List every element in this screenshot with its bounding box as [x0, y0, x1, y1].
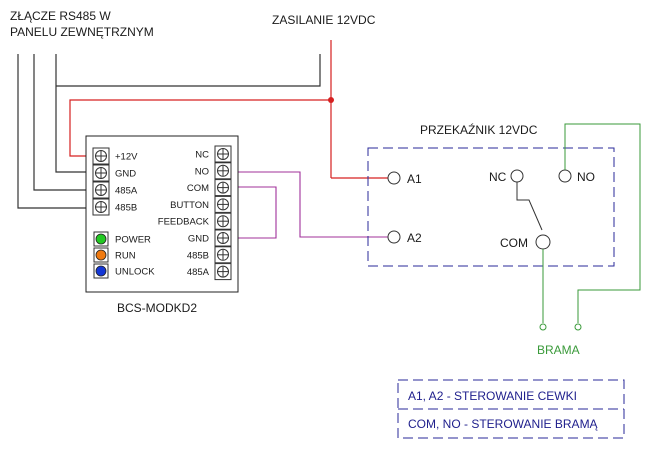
gate-terminal-1 [539, 323, 547, 331]
module-name: BCS-MODKD2 [117, 301, 197, 315]
relay-nc-label: NC [489, 170, 507, 184]
rs485-label-line2: PANELU ZEWNĘTRZNYM [10, 25, 154, 39]
led-run: RUN [93, 247, 136, 263]
right-terminal-label: NC [195, 150, 209, 161]
right-terminal-button [214, 195, 232, 213]
wire-gnd [55, 54, 92, 173]
power-wire [69, 40, 388, 179]
left-terminal-label: +12V [115, 152, 138, 163]
gate-label: BRAMA [537, 343, 580, 357]
right-terminal-label: BUTTON [170, 200, 209, 211]
relay-no-terminal [558, 169, 572, 183]
right-terminal-com [214, 179, 232, 197]
right-terminal-label: FEEDBACK [158, 217, 210, 228]
left-terminal-label: 485B [115, 203, 137, 214]
relay-a2-terminal [387, 230, 401, 244]
relay-a1-terminal [387, 171, 401, 185]
right-terminal-label: COM [187, 183, 209, 194]
relay-box [367, 147, 615, 267]
module-right-terminals: NC NO COM BUTTON FEEDBACK GND 485B 485A [158, 145, 232, 281]
wire-power-gnd [56, 54, 321, 87]
legend-line2: COM, NO - STEROWANIE BRAMĄ [408, 417, 599, 431]
module-left-terminals: +12V GND 485A 485B [92, 147, 138, 216]
gate-wires [542, 123, 641, 323]
gate-terminal-2 [574, 323, 582, 331]
right-terminal-label: NO [195, 166, 209, 177]
relay-switch-arm [516, 182, 543, 231]
wire-junction-dot [328, 97, 334, 103]
signal-wires [230, 171, 388, 239]
led-label: POWER [115, 235, 151, 246]
led-unlock: UNLOCK [93, 263, 155, 279]
left-terminal-485a [92, 181, 110, 199]
relay-com-label: COM [500, 236, 528, 250]
legend-line1: A1, A2 - STEROWANIE CEWKI [408, 389, 577, 403]
wire-com-to-gnd [230, 186, 277, 239]
right-terminal-feedback [214, 212, 232, 230]
led-power: POWER [93, 231, 151, 247]
right-terminal-485b [214, 246, 232, 264]
wire-485a [33, 54, 92, 191]
relay-title: PRZEKAŹNIK 12VDC [420, 122, 538, 137]
relay-a2-label: A2 [407, 231, 422, 245]
led-label: UNLOCK [115, 267, 155, 278]
wire-12v-module [69, 99, 331, 157]
right-terminal-label: GND [188, 234, 209, 245]
relay-no-label: NO [577, 170, 595, 184]
wire-no-to-gate [564, 123, 641, 323]
rs485-label-line1: ZŁĄCZE RS485 W [10, 9, 111, 23]
power-label: ZASILANIE 12VDC [272, 13, 376, 27]
left-terminal-485b [92, 198, 110, 216]
left-terminal-label: GND [115, 169, 136, 180]
module-box [85, 135, 239, 293]
led-label: RUN [115, 251, 136, 262]
left-terminal-label: 485A [115, 186, 138, 197]
relay-nc-terminal [510, 169, 524, 183]
right-terminal-nc [214, 145, 232, 163]
right-terminal-label: 485B [187, 250, 209, 261]
left-terminal-12v [92, 147, 110, 165]
relay-com-terminal [535, 234, 551, 250]
wire-no-to-a2 [230, 171, 388, 238]
right-terminal-485a [214, 263, 232, 281]
relay-terminals [387, 169, 572, 250]
right-terminal-no [214, 162, 232, 180]
right-terminal-gnd [214, 229, 232, 247]
right-terminal-label: 485A [187, 267, 210, 278]
module-leds: POWER RUN UNLOCK [93, 231, 155, 279]
left-terminal-gnd [92, 164, 110, 182]
wire-485b [17, 54, 92, 209]
relay-a1-label: A1 [407, 172, 422, 186]
rs485-wires [17, 54, 321, 209]
